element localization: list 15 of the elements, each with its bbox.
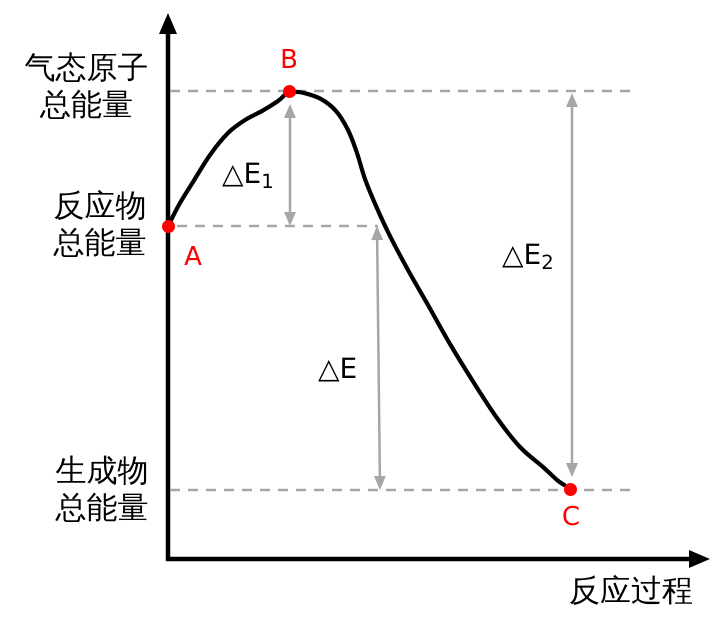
energy-difference-label: △E xyxy=(318,352,358,386)
axis-label: 反应过程 xyxy=(569,573,693,610)
energy-level-label: 生成物总能量 xyxy=(54,453,150,528)
point-dot xyxy=(564,482,576,496)
point-label: B xyxy=(280,45,298,76)
point-dot xyxy=(282,84,296,98)
energy-difference-label: △E$_{2}$ xyxy=(502,238,554,272)
energy-curve xyxy=(293,90,567,488)
energy-curve xyxy=(168,93,286,222)
energy-level-label: 气态原子总能量 xyxy=(24,50,150,124)
point-label: C xyxy=(562,502,580,534)
energy-level-label: 反应物总能量 xyxy=(52,188,148,262)
energy-difference-label: △E$_{1}$ xyxy=(222,157,274,191)
point-label: A xyxy=(184,242,202,274)
point-dot xyxy=(162,220,174,232)
